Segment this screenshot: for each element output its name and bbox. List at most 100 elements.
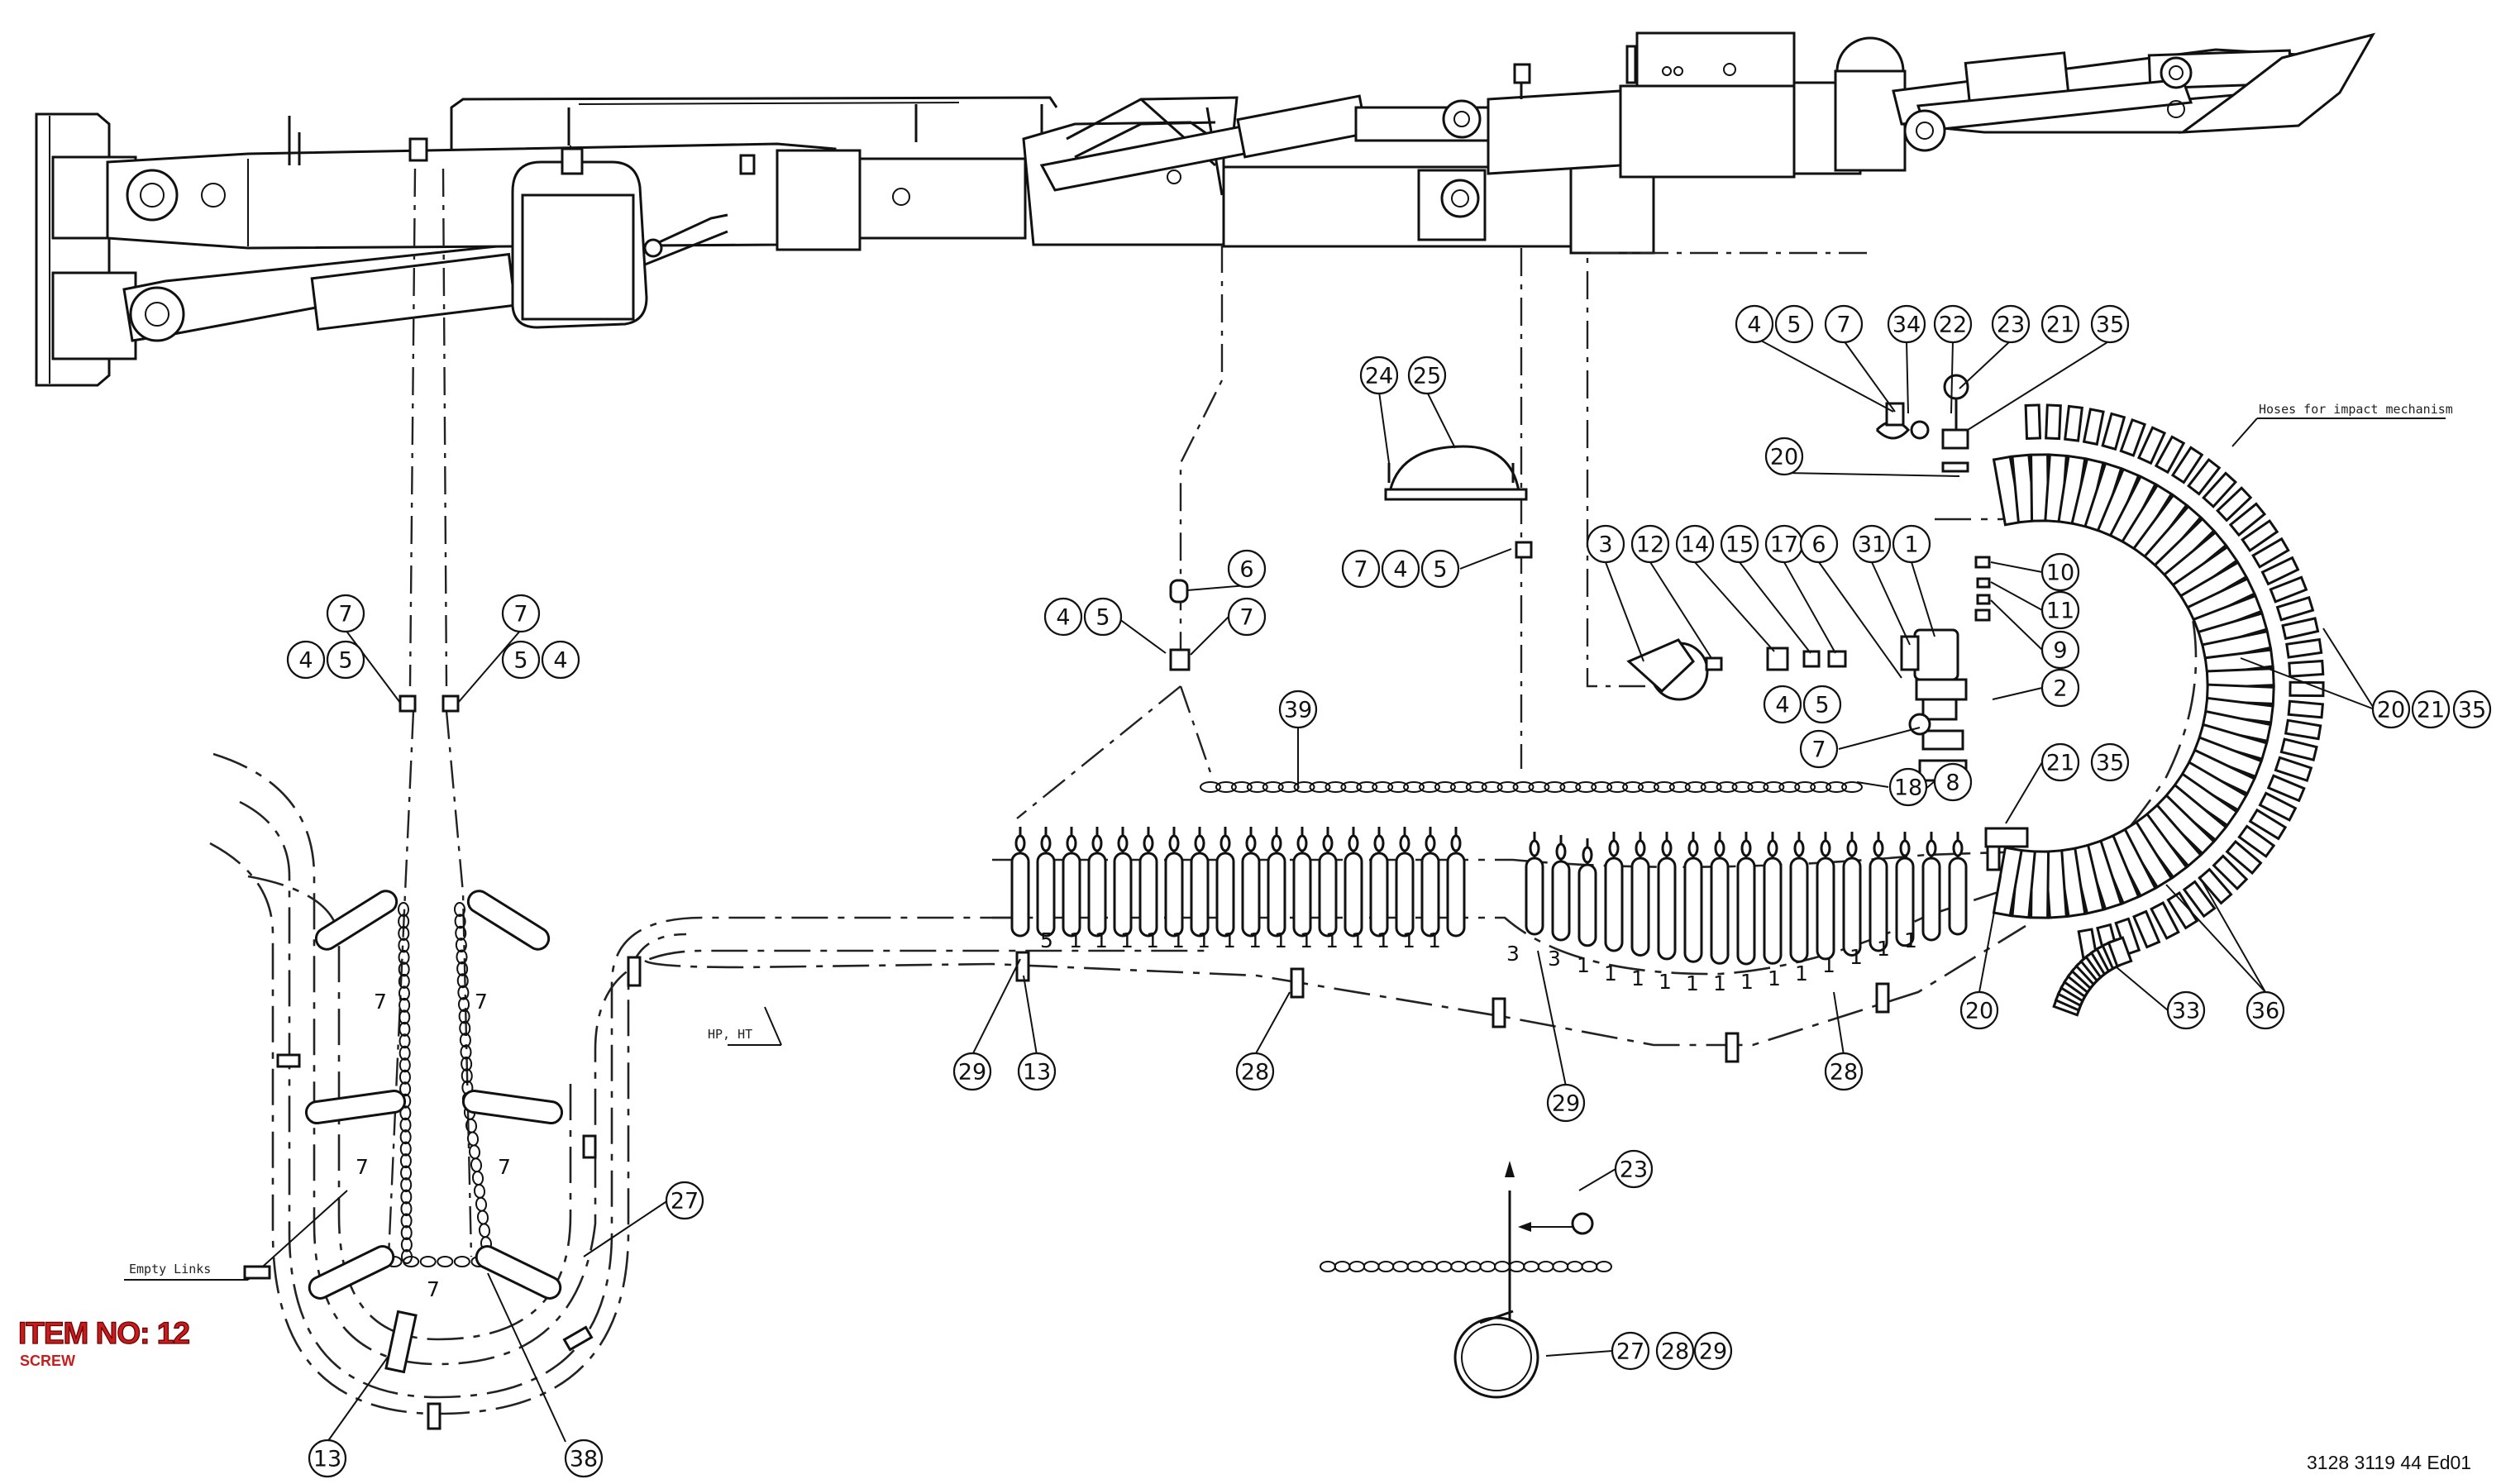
hanger-count: 1	[1146, 928, 1159, 952]
callout-balloon: 24	[1359, 355, 1399, 395]
hanger-count: 1	[1120, 928, 1134, 952]
callout-balloon: 12	[1630, 524, 1670, 564]
svg-text:28: 28	[1830, 1060, 1858, 1086]
chain	[397, 902, 413, 1264]
guide-link	[2216, 486, 2253, 523]
callout-balloon: 8	[1933, 762, 1973, 802]
svg-text:4: 4	[1056, 605, 1070, 631]
hammer-top-block	[1635, 31, 1796, 88]
callout-balloon: 5	[501, 640, 541, 680]
hose-hanger	[1577, 838, 1597, 947]
guide-link	[2119, 418, 2147, 457]
chisel	[2179, 32, 2376, 134]
svg-text:23: 23	[1997, 313, 2025, 338]
callout-balloon: 25	[1407, 355, 1447, 395]
callout-balloon: 7	[501, 594, 541, 633]
svg-text:35: 35	[2096, 751, 2124, 776]
guide-link	[2154, 435, 2186, 475]
item-number-title: ITEM NO: 12	[17, 1315, 190, 1350]
svg-text:5: 5	[1815, 693, 1829, 718]
guide-link	[2228, 502, 2267, 537]
hose-hanger	[1604, 832, 1624, 952]
callout-balloon: 21	[2040, 304, 2080, 344]
guide-link	[2237, 824, 2276, 858]
guide-link	[2136, 426, 2167, 465]
guide-link	[2284, 718, 2322, 741]
svg-text:7: 7	[338, 602, 352, 627]
guide-link	[2260, 556, 2300, 586]
guide-link	[2279, 737, 2318, 761]
hose-guide-chain-inner	[1992, 453, 2275, 919]
hanger-count: 7	[427, 1277, 440, 1301]
hose-hanger	[1420, 827, 1440, 938]
guide-link	[2045, 403, 2062, 441]
hanger-count: 1	[1274, 928, 1287, 952]
guide-link	[2225, 839, 2263, 876]
callout-balloon: 39	[1278, 690, 1318, 729]
svg-text:20: 20	[1965, 999, 1993, 1024]
hanger-count: 1	[1631, 966, 1644, 990]
svg-text:35: 35	[2096, 313, 2124, 338]
hose-hanger	[1816, 832, 1835, 961]
callout-balloon: 20	[1764, 437, 1804, 476]
callout-balloon: 14	[1675, 524, 1715, 564]
callout-balloon: 10	[2040, 552, 2080, 592]
guide-link	[2281, 617, 2320, 641]
svg-text:5: 5	[338, 648, 352, 674]
svg-text:14: 14	[1681, 532, 1709, 558]
callout-balloon: 7	[326, 594, 365, 633]
hose-hanger	[1369, 827, 1389, 938]
hose-hanger	[1062, 827, 1081, 938]
guide-link	[2024, 403, 2042, 441]
loop-hangers-left	[304, 890, 564, 1300]
guide-link	[2251, 537, 2290, 569]
guide-link	[2289, 680, 2325, 698]
hose-guide-chain-outer	[2024, 403, 2325, 966]
guide-link	[2266, 774, 2306, 803]
svg-text:7: 7	[1836, 313, 1850, 338]
hose-hanger	[1895, 832, 1915, 947]
callout-balloon: 28	[1824, 1052, 1864, 1091]
hose-hanger	[1710, 832, 1730, 965]
hanger-count: 7	[374, 990, 387, 1014]
hose-hanger	[1267, 827, 1286, 938]
hanger-count: 1	[1795, 961, 1808, 985]
svg-text:38: 38	[570, 1447, 598, 1472]
hanger-count: 1	[1223, 928, 1236, 952]
svg-text:5: 5	[1787, 313, 1801, 338]
guide-link	[2269, 575, 2308, 604]
hanger-count: 1	[1604, 961, 1617, 985]
callout-balloon: 13	[308, 1439, 347, 1478]
guide-link	[2288, 659, 2325, 678]
svg-text:5: 5	[1095, 605, 1110, 631]
callout-balloon: 35	[2090, 304, 2130, 344]
callout-balloon: 31	[1852, 524, 1892, 564]
callout-balloon: 7	[1824, 304, 1864, 344]
hose-hanger	[1921, 832, 1941, 942]
guide-link	[2082, 408, 2105, 446]
callout-balloon: 5	[1802, 685, 1842, 724]
hose-hanger	[1446, 827, 1466, 938]
hose-hanger	[1948, 832, 1968, 936]
hanger-count: 1	[1877, 937, 1890, 961]
callout-balloon: 35	[2090, 742, 2130, 782]
hose-hanger	[1869, 832, 1888, 952]
callout-balloon: 5	[326, 640, 365, 680]
svg-text:15: 15	[1725, 532, 1754, 558]
leader-lines	[387, 168, 1867, 1257]
hose-hanger	[1215, 827, 1235, 938]
svg-text:23: 23	[1620, 1157, 1648, 1183]
hose-hanger	[1164, 827, 1184, 938]
svg-text:21: 21	[2046, 313, 2074, 338]
callout-balloon: 4	[541, 640, 580, 680]
guide-link	[2274, 756, 2313, 783]
guide-link	[2202, 471, 2238, 508]
callout-balloon: 36	[2246, 990, 2285, 1030]
hanger-count: 1	[1377, 928, 1390, 952]
callout-leaders	[327, 340, 2375, 1443]
svg-text:10: 10	[2046, 561, 2074, 586]
guide-link	[2248, 808, 2288, 841]
hanger-count: 1	[1197, 928, 1210, 952]
